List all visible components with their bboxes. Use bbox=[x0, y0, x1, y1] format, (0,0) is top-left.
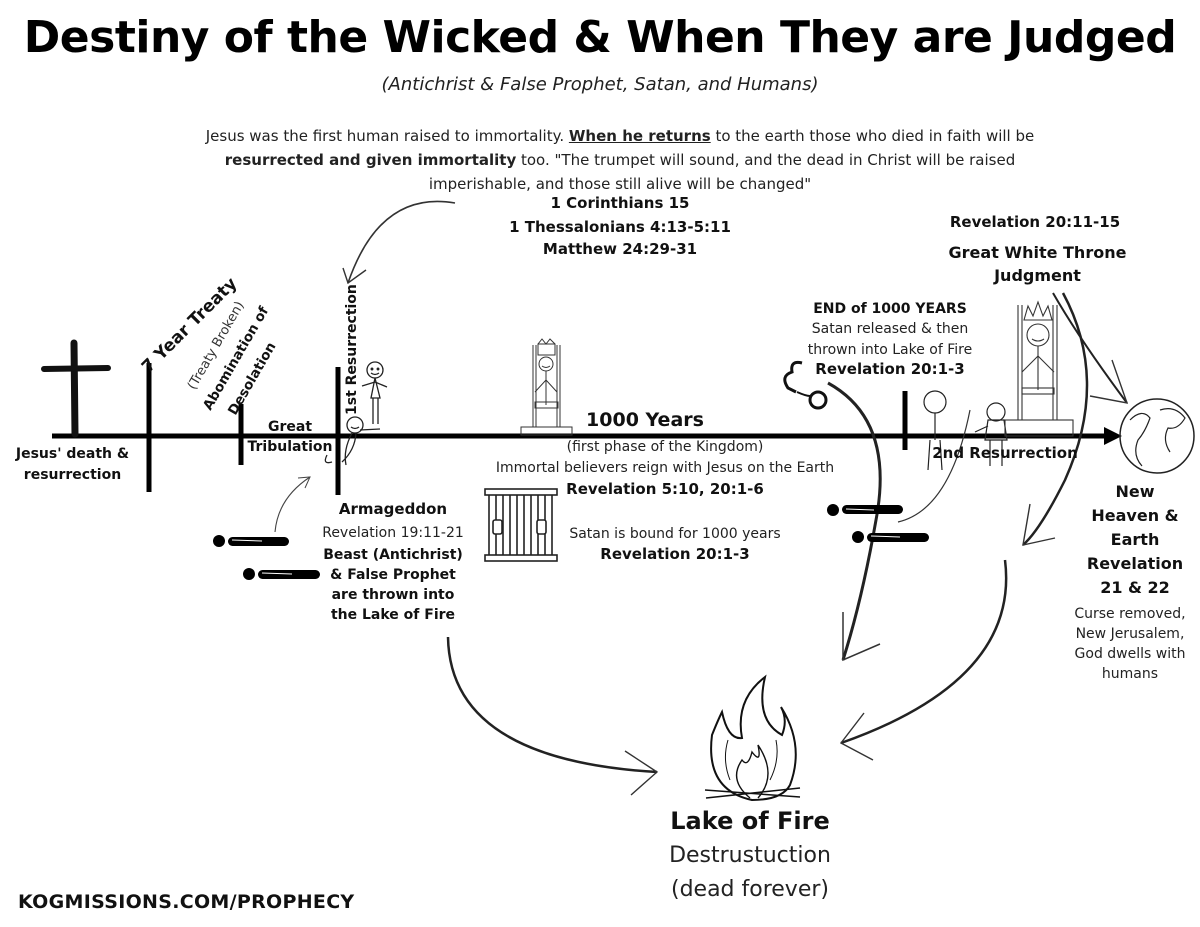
cross-icon bbox=[41, 339, 111, 438]
scripture-ref: 1 Thessalonians 4:13-5:11 bbox=[509, 218, 731, 236]
intro-quote: too. "The trumpet will sound, and the de… bbox=[428, 151, 1016, 193]
new-heaven-desc: New Jerusalem, bbox=[1075, 626, 1185, 642]
arrow-satan-to-lake bbox=[827, 381, 882, 661]
fire-icon bbox=[704, 674, 801, 802]
label-second-resurrection: 2nd Resurrection bbox=[932, 444, 1078, 462]
new-heaven-title: Revelation bbox=[1086, 554, 1184, 573]
intro-paragraph: Jesus was the first human raised to immo… bbox=[205, 124, 1035, 196]
label-thousand-years: 1000 Years bbox=[586, 409, 704, 431]
new-heaven-title: Earth bbox=[1110, 530, 1160, 549]
intro-text: to the earth those who died in faith wil… bbox=[710, 127, 1035, 145]
page-title: Destiny of the Wicked & When They are Ju… bbox=[23, 12, 1177, 63]
end-1000-desc: Satan released & then bbox=[811, 321, 969, 337]
armageddon-ref: Revelation 19:11-21 bbox=[322, 525, 464, 541]
dead-body-icon bbox=[827, 504, 929, 543]
end-1000-title: END of 1000 YEARS bbox=[813, 301, 967, 317]
armageddon-desc: & False Prophet bbox=[330, 567, 456, 583]
new-heaven-desc: Curse removed, bbox=[1074, 606, 1186, 622]
label-great: Great bbox=[267, 419, 313, 435]
new-heaven-title: New bbox=[1115, 482, 1155, 501]
white-throne-title: Judgment bbox=[994, 266, 1081, 285]
end-1000-ref: Revelation 20:1-3 bbox=[815, 360, 965, 378]
label-satan-bound-ref: Revelation 20:1-3 bbox=[600, 545, 750, 563]
armageddon-desc: are thrown into bbox=[331, 587, 455, 603]
dead-body-icon bbox=[213, 535, 320, 580]
white-throne-ref: Revelation 20:11-15 bbox=[949, 213, 1121, 231]
scripture-ref: Matthew 24:29-31 bbox=[542, 240, 698, 258]
arrow-dead-to-resurrection bbox=[274, 476, 311, 533]
label-jesus-death: Jesus' death & resurrection bbox=[15, 446, 130, 483]
lake-of-fire-title: Lake of Fire bbox=[670, 807, 830, 835]
intro-emphasis-immortality: resurrected and given immortality bbox=[224, 151, 517, 169]
white-throne-king-icon bbox=[1004, 300, 1074, 437]
stick-figure-icon bbox=[361, 361, 388, 424]
new-heaven-desc: God dwells with bbox=[1074, 646, 1186, 662]
globe-icon bbox=[1119, 398, 1195, 474]
jail-cell-icon bbox=[484, 488, 558, 562]
arrow-intro-to-resurrection bbox=[347, 200, 456, 284]
white-throne-title: Great White Throne bbox=[948, 243, 1127, 262]
throne-king-icon bbox=[520, 338, 573, 436]
end-1000-desc: thrown into Lake of Fire bbox=[807, 342, 973, 358]
lake-of-fire-line1: Destrustuction bbox=[669, 843, 831, 868]
label-tribulation: Tribulation bbox=[247, 439, 333, 455]
scripture-ref: 1 Corinthians 15 bbox=[550, 194, 690, 212]
label-first-resurrection: 1st Resurrection bbox=[344, 284, 360, 415]
new-heaven-title: 21 & 22 bbox=[1100, 578, 1170, 597]
new-heaven-title: Heaven & bbox=[1091, 506, 1179, 525]
intro-text: Jesus was the first human raised to immo… bbox=[205, 127, 569, 145]
arrow-beast-to-lake bbox=[446, 636, 658, 774]
lake-of-fire-line2: (dead forever) bbox=[670, 877, 829, 902]
handcuffs-icon bbox=[783, 360, 828, 410]
footer-url[interactable]: KOGMISSIONS.COM/PROPHECY bbox=[18, 891, 355, 913]
page-subtitle: (Antichrist & False Prophet, Satan, and … bbox=[381, 74, 819, 95]
arrow-throne-to-globe bbox=[1052, 292, 1128, 404]
label-kingdom-ref: Revelation 5:10, 20:1-6 bbox=[566, 480, 764, 498]
arrow-judgment-to-lake bbox=[840, 559, 1008, 745]
rising-figure-icon bbox=[324, 416, 381, 466]
timeline-arrowhead-icon bbox=[1104, 427, 1122, 445]
arrow-dead-to-second-resurrection bbox=[897, 409, 971, 523]
armageddon-desc: the Lake of Fire bbox=[330, 607, 456, 623]
label-kingdom-phase: (first phase of the Kingdom) bbox=[566, 439, 764, 455]
stick-figure-icon bbox=[923, 390, 1008, 471]
label-satan-bound: Satan is bound for 1000 years bbox=[569, 526, 781, 542]
armageddon-title: Armageddon bbox=[338, 500, 448, 518]
arrow-throne-to-lake-long bbox=[1022, 292, 1089, 546]
intro-emphasis-return: When he returns bbox=[568, 127, 711, 145]
armageddon-desc: Beast (Antichrist) bbox=[323, 547, 463, 563]
label-immortal-reign: Immortal believers reign with Jesus on t… bbox=[495, 460, 835, 476]
new-heaven-desc: humans bbox=[1101, 666, 1159, 682]
